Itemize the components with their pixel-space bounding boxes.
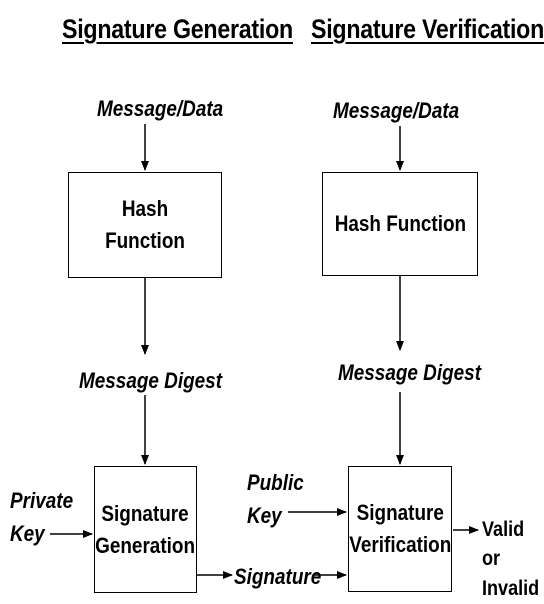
ver-digest-label: Message Digest xyxy=(338,360,482,385)
generation-heading: Signature Generation xyxy=(62,14,293,44)
gen-private-key-label: Private Key xyxy=(10,488,74,546)
ver-signature-verification-box: Signature Verification xyxy=(348,466,452,592)
ver-signature-verification-label: Signature Verification xyxy=(349,500,451,557)
ver-public-key-label: Public Key xyxy=(247,470,304,528)
gen-digest-label: Message Digest xyxy=(79,368,223,393)
ver-result-label: Valid or Invalid xyxy=(482,518,540,600)
gen-signature-generation-label: Signature Generation xyxy=(95,500,196,558)
gen-input-label: Message/Data xyxy=(97,96,224,121)
ver-hash-function-label: Hash Function xyxy=(334,211,466,237)
ver-input-label: Message/Data xyxy=(333,98,460,123)
verification-heading: Signature Verification xyxy=(311,14,544,44)
ver-hash-function-box: Hash Function xyxy=(322,172,478,276)
signature-label: Signature xyxy=(234,564,322,589)
gen-hash-function-box: Hash Function xyxy=(68,172,222,278)
gen-signature-generation-box: Signature Generation xyxy=(94,466,197,593)
gen-hash-function-label: Hash Function xyxy=(105,196,185,253)
